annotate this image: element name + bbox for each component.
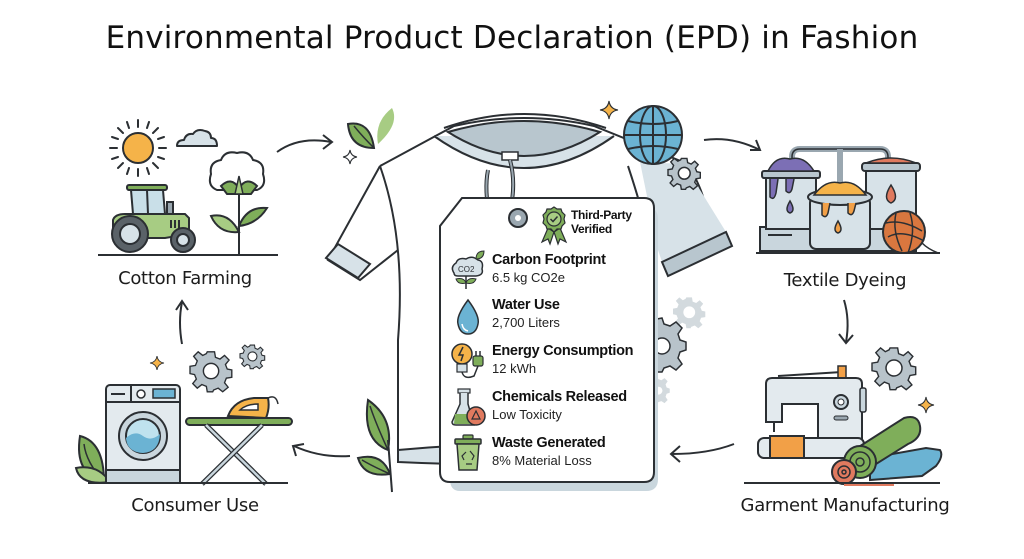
arrow-tshirt-to-consumer	[291, 443, 351, 458]
arrow-tshirt-to-dyeing	[703, 138, 762, 151]
sparkle-icon	[599, 100, 619, 120]
metric-label: Water Use	[492, 297, 560, 313]
stage-label-textile-dyeing: Textile Dyeing	[783, 270, 907, 291]
metric-value: 2,700 Liters	[492, 315, 560, 330]
washing-machine-icon	[105, 384, 181, 484]
arrow-consumer-to-farming	[175, 299, 189, 345]
metric-label: Waste Generated	[492, 435, 606, 451]
page-title: Environmental Product Declaration (EPD) …	[105, 20, 919, 56]
farm-ground-line	[98, 254, 278, 256]
arrow-farming-to-tshirt	[276, 134, 334, 153]
manufacturing-ground-line	[744, 482, 940, 484]
arrow-manufacturing-to-tshirt	[669, 443, 735, 463]
metric-label: Carbon Footprint	[492, 252, 606, 268]
sparkle-icon	[149, 355, 165, 371]
water-drop-icon	[456, 298, 480, 335]
sewing-machine-icon	[757, 365, 867, 459]
gear-icon	[667, 157, 702, 191]
award-ribbon-check-icon	[540, 206, 568, 246]
globe-icon	[623, 105, 683, 165]
metric-label: Chemicals Released	[492, 389, 627, 405]
flask-molecule-icon	[451, 388, 486, 426]
badge-line-2: Verified	[571, 222, 612, 236]
gear-icon	[673, 297, 706, 329]
cloud-icon	[176, 129, 218, 147]
tractor-icon	[111, 184, 196, 253]
cotton-plant-icon	[208, 151, 269, 254]
sun-icon	[109, 119, 167, 177]
gear-icon	[189, 350, 233, 393]
lightbulb-plug-icon	[451, 343, 484, 379]
metric-water-use: Water Use 2,700 Liters	[450, 296, 650, 340]
sparkle-icon	[342, 149, 358, 165]
fabric-rolls-icon	[831, 416, 943, 486]
consumer-ground-line	[88, 482, 288, 484]
badge-line-1: Third-Party	[571, 208, 632, 222]
dye-vats-icon	[756, 146, 940, 254]
metric-carbon-footprint: CO2 Carbon Footprint 6.5 kg CO2e	[450, 250, 650, 295]
gear-icon	[239, 344, 266, 370]
epd-tag	[439, 197, 655, 483]
third-party-verified-badge: Third-Party Verified	[571, 208, 632, 236]
stage-label-cotton-farming: Cotton Farming	[118, 268, 252, 289]
metric-waste-generated: Waste Generated 8% Material Loss	[450, 434, 650, 478]
gear-icon	[871, 346, 917, 391]
svg-text:CO2: CO2	[458, 265, 475, 274]
metric-label: Energy Consumption	[492, 343, 634, 359]
co2-cloud-icon: CO2	[451, 250, 485, 289]
sparkle-icon	[917, 396, 935, 414]
ironing-board-icon	[185, 396, 293, 486]
metric-value: 6.5 kg CO2e	[492, 270, 565, 285]
metric-value: 12 kWh	[492, 361, 537, 376]
recycle-bin-icon	[454, 434, 482, 471]
metric-energy-consumption: Energy Consumption 12 kWh	[450, 342, 650, 386]
leaf-icon	[356, 398, 393, 493]
metric-value: 8% Material Loss	[492, 453, 592, 468]
metric-chemicals-released: Chemicals Released Low Toxicity	[450, 388, 650, 432]
metric-value: Low Toxicity	[492, 407, 562, 422]
stage-label-garment-manufacturing: Garment Manufacturing	[740, 495, 950, 516]
stage-label-consumer-use: Consumer Use	[131, 495, 259, 516]
leaf-icon	[74, 434, 112, 484]
leaf-icon	[346, 108, 395, 150]
arrow-dyeing-to-manufacturing	[838, 299, 854, 345]
